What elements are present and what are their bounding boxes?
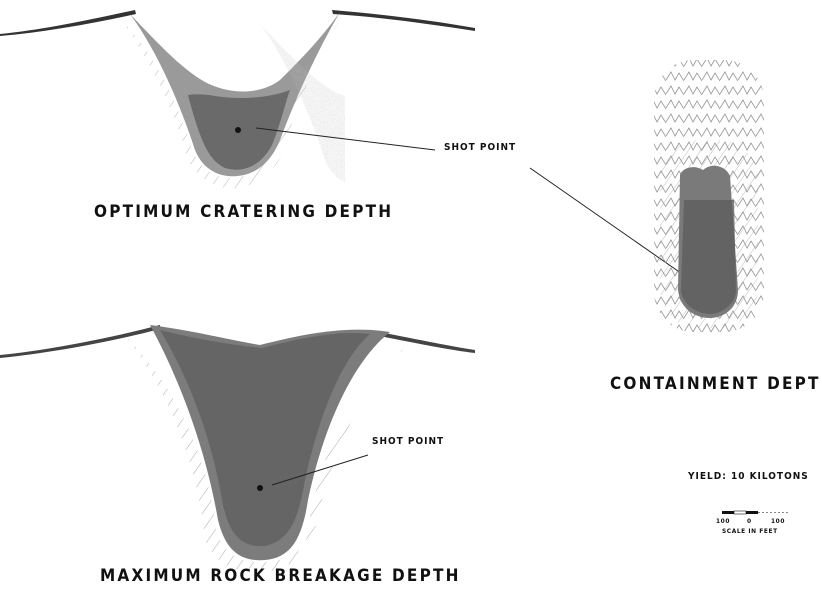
- containment-chimney: [654, 60, 764, 332]
- scale-tick-zero: 0: [747, 517, 752, 525]
- optimum-cratering-caption: OPTIMUM CRATERING DEPTH: [94, 202, 393, 222]
- scale-tick-left: 100: [716, 517, 730, 525]
- maximum-breakage-crater: [0, 325, 475, 573]
- optimum-cratering-crater: [0, 10, 475, 190]
- scale-bar: [722, 511, 790, 514]
- shot-point-label-2: SHOT POINT: [372, 436, 444, 447]
- containment-caption: CONTAINMENT DEPTH: [610, 374, 822, 394]
- scale-tick-right: 100: [771, 517, 785, 525]
- shot-point-marker: [235, 127, 241, 133]
- shot-point-label-1: SHOT POINT: [444, 142, 516, 153]
- scale-caption: SCALE IN FEET: [722, 527, 778, 535]
- maximum-breakage-caption: MAXIMUM ROCK BREAKAGE DEPTH: [100, 566, 461, 586]
- shot-point-marker-2: [257, 485, 263, 491]
- ground-surface-line-2: [0, 325, 160, 358]
- yield-label: YIELD: 10 KILOTONS: [688, 471, 809, 482]
- ground-surface-line: [0, 10, 136, 36]
